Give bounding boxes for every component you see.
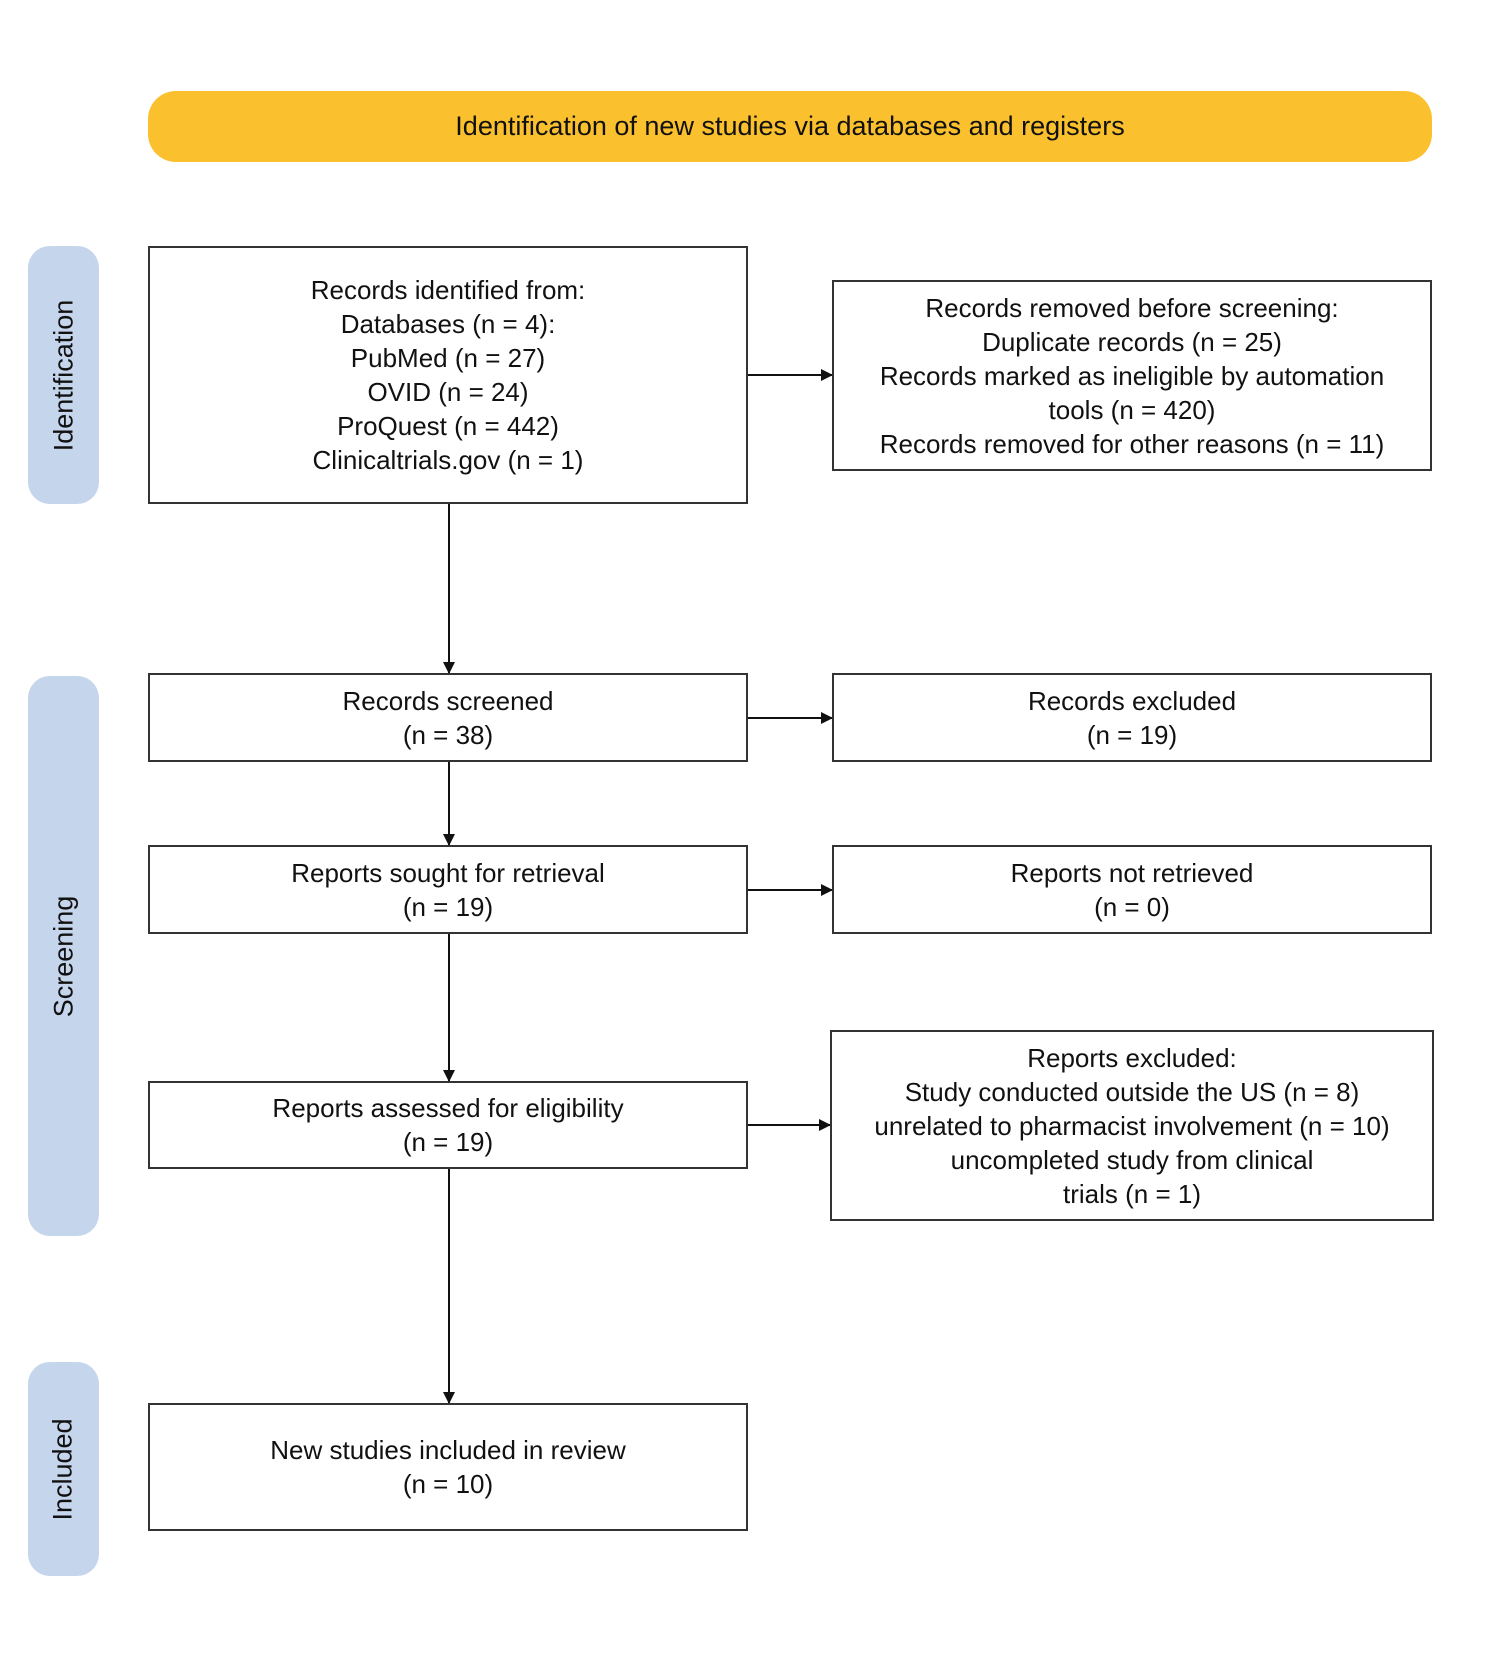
records-removed-line: Records removed for other reasons (n = 1…	[879, 428, 1385, 459]
records-identified-line: Databases (n = 4):	[340, 309, 556, 339]
reports-excluded-heading: Reports excluded:	[1027, 1042, 1237, 1073]
reports-sought-box: Reports sought for retrieval (n = 19)	[148, 845, 748, 934]
reports-assessed-box: Reports assessed for eligibility (n = 19…	[148, 1081, 748, 1169]
reports-excluded-line: Study conducted outside the US (n = 8)	[904, 1076, 1360, 1107]
records-identified-line: PubMed (n = 27)	[350, 343, 546, 373]
stage-identification: Identification	[28, 246, 99, 504]
records-identified-line: ProQuest (n = 442)	[337, 411, 559, 441]
reports-sought-count: (n = 19)	[402, 891, 494, 922]
records-screened-count: (n = 38)	[402, 719, 494, 750]
records-removed-heading: Records removed before screening:	[925, 292, 1339, 323]
studies-included-box: New studies included in review (n = 10)	[148, 1403, 748, 1531]
reports-excluded-line: trials (n = 1)	[1063, 1178, 1201, 1209]
studies-included-count: (n = 10)	[402, 1469, 494, 1499]
reports-not-retrieved-count: (n = 0)	[1094, 891, 1170, 922]
reports-excluded-box: Reports excluded: Study conducted outsid…	[830, 1030, 1434, 1221]
reports-not-retrieved-box: Reports not retrieved (n = 0)	[832, 845, 1432, 934]
records-screened-label: Records screened	[342, 685, 554, 716]
records-identified-line: Clinicaltrials.gov (n = 1)	[312, 445, 584, 475]
records-removed-box: Records removed before screening: Duplic…	[832, 280, 1432, 471]
records-excluded-box: Records excluded (n = 19)	[832, 673, 1432, 762]
records-removed-line: tools (n = 420)	[1048, 394, 1216, 425]
reports-assessed-label: Reports assessed for eligibility	[272, 1093, 624, 1123]
reports-assessed-count: (n = 19)	[402, 1127, 494, 1157]
stage-screening: Screening	[28, 676, 99, 1236]
studies-included-label: New studies included in review	[270, 1435, 626, 1465]
records-identified-heading: Records identified from:	[310, 275, 586, 305]
records-identified-line: OVID (n = 24)	[367, 377, 529, 407]
stage-included: Included	[28, 1362, 99, 1576]
records-identified-box: Records identified from: Databases (n = …	[148, 246, 748, 504]
records-removed-line: Duplicate records (n = 25)	[982, 326, 1282, 357]
records-excluded-count: (n = 19)	[1086, 719, 1178, 750]
reports-not-retrieved-label: Reports not retrieved	[1010, 857, 1254, 888]
records-removed-line: Records marked as ineligible by automati…	[879, 360, 1385, 391]
reports-sought-label: Reports sought for retrieval	[291, 857, 605, 888]
banner-title: Identification of new studies via databa…	[455, 111, 1125, 141]
records-excluded-label: Records excluded	[1027, 685, 1237, 716]
records-screened-box: Records screened (n = 38)	[148, 673, 748, 762]
reports-excluded-line: unrelated to pharmacist involvement (n =…	[874, 1110, 1390, 1141]
identification-banner: Identification of new studies via databa…	[148, 91, 1432, 162]
reports-excluded-line: uncompleted study from clinical	[950, 1144, 1314, 1175]
